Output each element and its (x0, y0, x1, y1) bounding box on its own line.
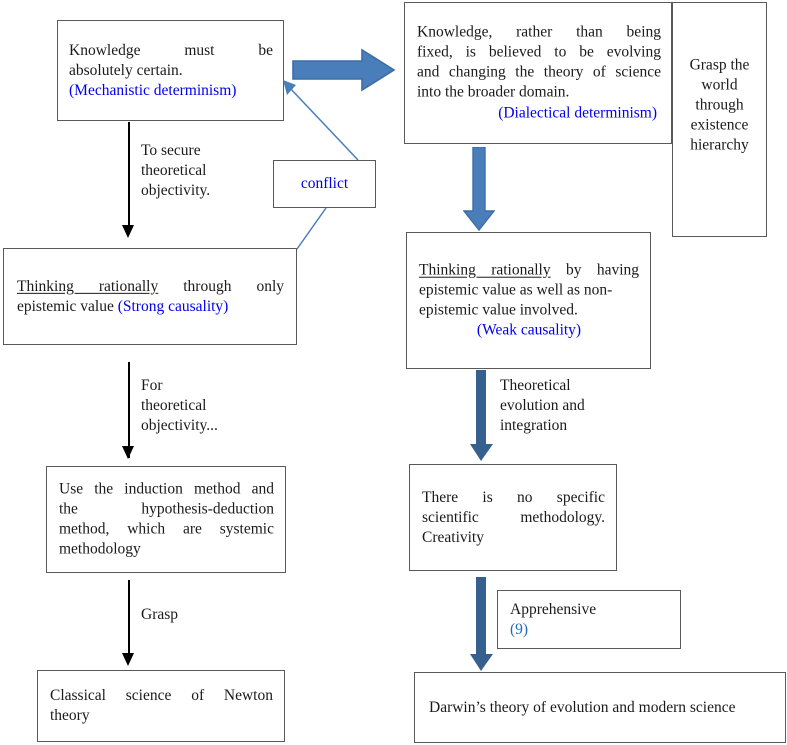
edge-label-to-secure-line2: theoretical (141, 161, 207, 179)
edge-label-to-secure-line1: To secure (141, 142, 201, 159)
box-strong-causality: Thinking rationally through only epistem… (3, 248, 297, 345)
box-weak-causality-line1: Thinking rationally by having (419, 260, 639, 280)
connector-line-for-theoretical (128, 362, 130, 458)
block-arrow-right-mechanistic-to-dialectical (292, 48, 396, 93)
box-classical-line2: theory (50, 707, 90, 724)
box-conflict: conflict (273, 160, 376, 208)
edge-label-grasp: Grasp (141, 605, 178, 625)
box-mechanistic-tag: (Mechanistic determinism) (69, 81, 237, 99)
edge-label-theoretical-evolution: Theoretical evolution and integration (500, 376, 585, 435)
box-induction-method: Use the induction method and the hypothe… (46, 466, 286, 573)
box-strong-causality-underlined: Thinking rationally (17, 277, 159, 295)
box-strong-causality-line2-plain: epistemic value (17, 297, 118, 315)
box-induction-line4: methodology (59, 540, 141, 558)
box-mechanistic-determinism: Knowledge must be absolutely certain. (M… (57, 20, 284, 121)
box-no-specific-methodology: There is no specific scientific methodol… (409, 464, 617, 571)
box-strong-causality-line1: Thinking rationally through only (17, 276, 284, 296)
edge-label-theoretical-evolution-line1: Theoretical (500, 377, 571, 394)
box-dialectical-line2: fixed, is believed to be evolving (417, 43, 661, 61)
box-dialectical-determinism: Knowledge, rather than being fixed, is b… (404, 2, 672, 144)
box-apprehensive-label: Apprehensive (510, 600, 597, 618)
box-mechanistic-line2: absolutely certain. (69, 61, 183, 79)
edge-label-for-theoretical-line2: theoretical (141, 396, 207, 414)
box-grasp-world-hierarchy: Grasp the world through existence hierar… (672, 2, 767, 237)
box-induction-line2: the hypothesis-deduction (59, 500, 274, 518)
connector-conflict-to-dialectical (283, 80, 359, 161)
box-grasp-world-line1: Grasp the (689, 56, 750, 74)
connector-arrowhead-for-theoretical (122, 446, 134, 459)
box-weak-causality-underlined: Thinking rationally (419, 261, 551, 279)
block-arrow-down-no-methodology-to-darwin (470, 577, 494, 672)
box-weak-causality-rest: by having (550, 261, 639, 279)
box-induction-line1: Use the induction method and (59, 480, 274, 498)
edge-label-for-theoretical-line1: For (141, 377, 163, 394)
box-strong-causality-rest: through only (158, 277, 284, 295)
box-dialectical-line1: Knowledge, rather than being (417, 23, 661, 41)
box-classical-line1: Classical science of Newton (50, 686, 273, 704)
box-weak-causality: Thinking rationally by having epistemic … (406, 232, 651, 369)
box-grasp-world-line3: through (695, 96, 744, 114)
box-no-methodology-line3: Creativity (422, 528, 484, 546)
box-dialectical-line3: and changing the theory of science (417, 63, 661, 81)
box-weak-causality-tag: (Weak causality) (476, 321, 582, 339)
box-grasp-world-line4: existence (690, 116, 749, 134)
box-mechanistic-line1: Knowledge must be (69, 41, 273, 59)
edge-label-to-secure-line3: objectivity. (141, 181, 211, 199)
box-dialectical-tag: (Dialectical determinism) (498, 104, 657, 122)
box-no-methodology-line2: scientific methodology. (422, 508, 605, 526)
box-darwin-text: Darwin’s theory of evolution and modern … (429, 698, 736, 716)
box-weak-causality-line3: epistemic value involved. (419, 301, 578, 319)
connector-line-to-secure (128, 122, 130, 227)
box-darwin-theory: Darwin’s theory of evolution and modern … (414, 672, 786, 743)
box-grasp-world-line5: hierarchy (690, 136, 749, 154)
box-apprehensive-number: (9) (510, 620, 529, 638)
edge-label-grasp-line1: Grasp (141, 606, 179, 623)
connector-arrowhead-to-secure (122, 225, 134, 238)
block-arrow-down-dialectical-to-weak-causality (463, 147, 495, 232)
connector-conflict-to-strong-causality (296, 207, 327, 250)
box-induction-line3: method, which are systemic (59, 520, 274, 538)
connector-line-grasp (128, 580, 130, 659)
box-strong-causality-tag: (Strong causality) (117, 297, 229, 315)
box-grasp-world-line2: world (701, 76, 738, 94)
box-conflict-label: conflict (300, 174, 349, 192)
edge-label-for-theoretical: For theoretical objectivity... (141, 376, 218, 435)
edge-label-theoretical-evolution-line3: integration (500, 416, 568, 434)
edge-label-to-secure: To secure theoretical objectivity. (141, 141, 210, 200)
connector-arrowhead-grasp (122, 653, 134, 666)
box-apprehensive: Apprehensive (9) (497, 590, 681, 649)
box-classical-science: Classical science of Newton theory (37, 670, 285, 742)
box-dialectical-line4: into the broader domain. (417, 84, 570, 102)
box-no-methodology-line1: There is no specific (422, 488, 605, 506)
box-strong-causality-line2: epistemic value (Strong causality) (17, 297, 284, 317)
edge-label-for-theoretical-line3: objectivity... (141, 416, 218, 434)
edge-label-theoretical-evolution-line2: evolution and (500, 396, 585, 414)
block-arrow-down-weak-causality-to-no-methodology (470, 370, 494, 462)
box-weak-causality-line2: epistemic value as well as non- (419, 281, 613, 299)
